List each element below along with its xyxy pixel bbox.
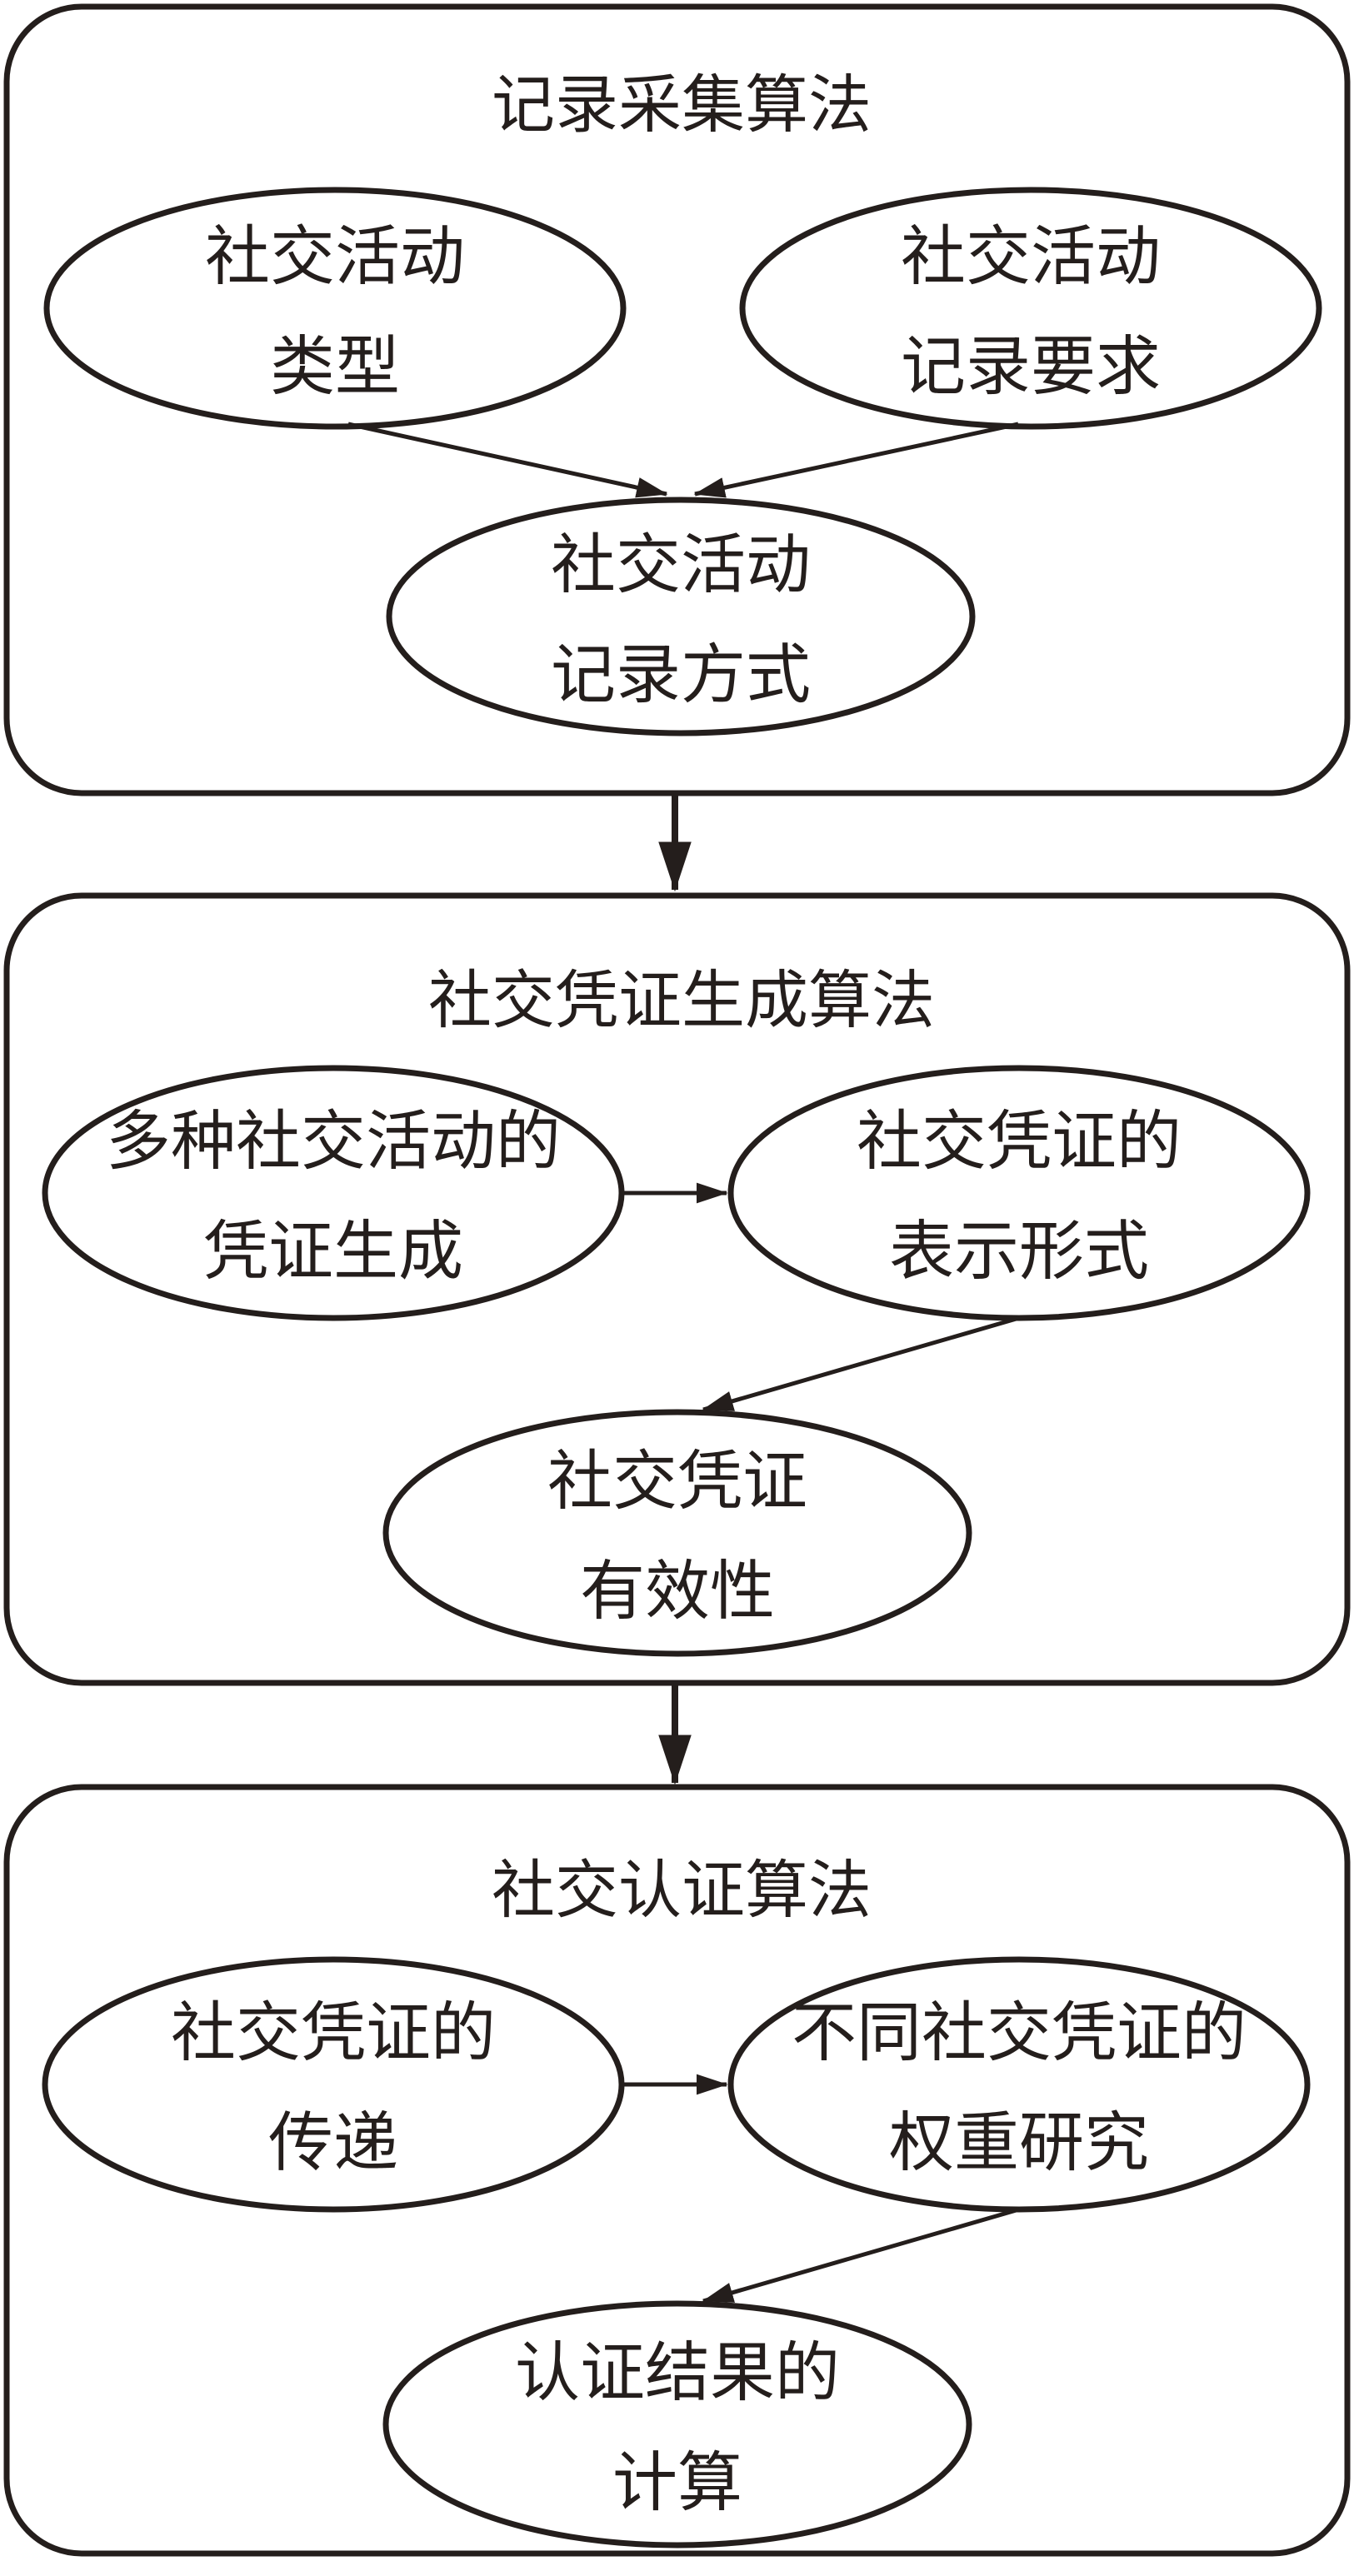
stage-title: 社交凭证生成算法 — [428, 966, 935, 1036]
node-label: 类型 — [270, 331, 400, 403]
node-label: 凭证生成 — [203, 1216, 463, 1288]
stage-social-authentication: 社交认证算法 社交凭证的 传递 不同社交凭证的 权重研究 认证结果的 计算 — [3, 1784, 1351, 2557]
arrow-type-to-record-method — [347, 422, 668, 498]
node-label: 记录方式 — [551, 639, 811, 711]
arrow-representation-to-validity — [702, 1315, 1020, 1412]
node-credential-validity — [382, 1409, 972, 1657]
node-label: 多种社交活动的 — [106, 1106, 561, 1178]
arrow-weight-research-to-calculation — [702, 2207, 1020, 2304]
node-label: 社交活动 — [205, 221, 465, 293]
arrow-requirement-to-record-method — [693, 422, 1019, 498]
node-authentication-result-calculation — [382, 2300, 972, 2549]
node-label: 不同社交凭证的 — [792, 1997, 1247, 2069]
node-label: 社交活动 — [901, 221, 1161, 293]
node-label: 社交凭证 — [547, 1445, 807, 1518]
node-label: 表示形式 — [889, 1216, 1149, 1288]
node-social-activity-record-requirement — [739, 187, 1322, 430]
node-label: 权重研究 — [889, 2107, 1149, 2179]
node-label: 计算 — [612, 2447, 742, 2519]
stage-record-collection: 记录采集算法 社交活动 类型 社交活动 记录要求 社交活动 记录方式 — [3, 3, 1351, 796]
node-social-activity-type — [43, 187, 627, 430]
stage-credential-generation: 社交凭证生成算法 多种社交活动的 凭证生成 社交凭证的 表示形式 社交凭证 有效… — [3, 892, 1351, 1686]
node-label: 有效性 — [580, 1555, 775, 1628]
node-label: 社交凭证的 — [857, 1106, 1182, 1178]
stage-title: 记录采集算法 — [492, 71, 872, 141]
node-social-activity-record-method — [386, 497, 976, 736]
node-label: 认证结果的 — [515, 2337, 840, 2409]
node-label: 传递 — [268, 2107, 398, 2179]
node-label: 社交活动 — [551, 529, 811, 602]
stage-title: 社交认证算法 — [492, 1856, 872, 1926]
node-label: 社交凭证的 — [171, 1997, 496, 2069]
node-label: 记录要求 — [901, 331, 1161, 403]
